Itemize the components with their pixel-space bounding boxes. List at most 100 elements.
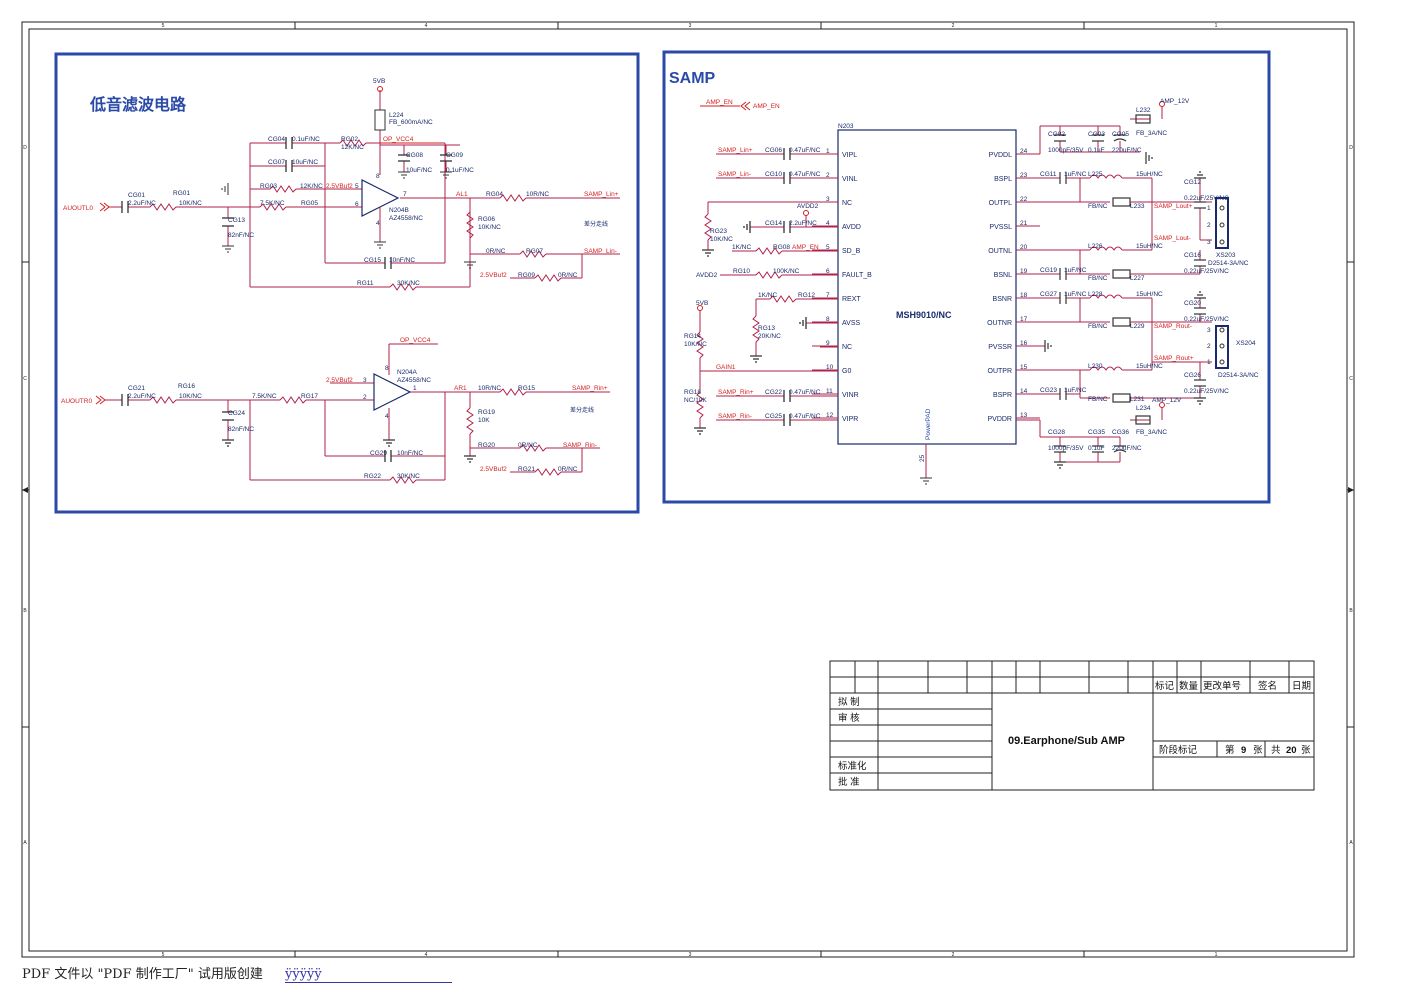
border-arrow-left — [22, 487, 28, 493]
rg07-val: 0R/NC — [486, 248, 506, 255]
cg16-ref: CG16 — [1184, 252, 1201, 259]
rg15-ref: RG15 — [518, 385, 535, 392]
rg04-ref: RG04 — [486, 191, 503, 198]
amp-en-net: AMP_EN — [792, 244, 819, 251]
col-label: 3 — [689, 952, 692, 958]
cg07-val: 10uF/NC — [292, 159, 318, 166]
tb-total-suffix: 张 — [1301, 745, 1311, 756]
5vb-net: 5VB — [696, 300, 708, 307]
amp-en-net: AMP_EN — [753, 103, 780, 110]
title-block — [829, 660, 1315, 791]
row-label: D — [1349, 145, 1353, 151]
l234-val: FB_3A/NC — [1136, 429, 1167, 436]
chip-right-pin-num: 19 — [1020, 268, 1028, 275]
xs204-ref: XS204 — [1236, 340, 1256, 347]
chip-left-pin-name: SD_B — [842, 248, 861, 255]
tb-stage: 阶段标记 — [1159, 744, 1198, 756]
chip-left-pin-num: 7 — [826, 292, 830, 299]
rg08-val: 1K/NC — [732, 244, 751, 251]
col-label: 5 — [162, 952, 165, 958]
xs203-val: D2514-3A/NC — [1208, 260, 1249, 267]
cg29-ref: CG29 — [370, 450, 387, 457]
samp-lin-minus-net: SAMP_Lin- — [718, 171, 751, 178]
amp12-bot-net: AMP_12V — [1152, 397, 1182, 404]
samp-left-labels: SAMP_Lin+ CG06 0.47uF/NC SAMP_Lin- CG10 … — [684, 147, 821, 420]
tb-header: 更改单号 — [1203, 680, 1241, 692]
cg25-ref: CG25 — [765, 413, 782, 420]
auoutr0-net: AUOUTR0 — [61, 398, 92, 405]
cg04-ref: CG04 — [268, 136, 285, 143]
cg19-ref: CG19 — [1040, 267, 1057, 274]
chip-left-pin-num: 2 — [826, 172, 830, 179]
row-label: C — [23, 376, 27, 382]
footer-link[interactable]: ÿÿÿÿÿ — [285, 967, 452, 983]
footer-text: PDF 文件以 "PDF 制作工厂" 试用版创建 — [22, 967, 263, 982]
rg22-val: 30K/NC — [397, 473, 420, 480]
rg05-ref: RG05 — [301, 200, 318, 207]
filter-top-caps — [121, 137, 452, 269]
pin4: 4 — [376, 220, 380, 227]
rg20-val: 0R/NC — [518, 442, 538, 449]
tb-total-prefix: 共 — [1271, 745, 1281, 756]
chip-left-pin-name: VIPR — [842, 416, 858, 423]
samp-rin-plus-net: SAMP_Rin+ — [572, 385, 608, 392]
samp-rout-plus-net: SAMP_Rout+ — [1154, 355, 1194, 362]
amp12-bot-pin — [1159, 402, 1165, 408]
rg08-ref: RG08 — [773, 244, 790, 251]
col-label: 3 — [689, 23, 692, 29]
xs204-val: D2514-3A/NC — [1218, 372, 1259, 379]
chip-right-pin-num: 14 — [1020, 388, 1028, 395]
rg14-val: 10K/NC — [684, 341, 707, 348]
cg21-val: 2.2uF/NC — [128, 393, 156, 400]
cg11-ref: CG11 — [1040, 171, 1057, 178]
pin5: 5 — [355, 183, 359, 190]
opamp-n204a — [373, 373, 412, 411]
samp-rout-minus-net: SAMP_Rout- — [1154, 323, 1192, 330]
tb-left-label: 审 核 — [838, 712, 860, 724]
cg13-val: 82nF/NC — [228, 232, 254, 239]
chip-name: MSH9010/NC — [896, 310, 952, 320]
cg14-val: 2.2uF/NC — [789, 220, 817, 227]
pin2: 2 — [363, 394, 367, 401]
rg14-ref: RG14 — [684, 333, 701, 340]
samp-lout-plus-net: SAMP_Lout+ — [1154, 203, 1193, 210]
fb-nc-l231: FB/NC — [1088, 396, 1108, 403]
cg15-val: 10nF/NC — [389, 257, 415, 264]
fb-nc-l227: FB/NC — [1088, 275, 1108, 282]
pin4: 4 — [385, 413, 389, 420]
filter-title: 低音滤波电路 — [89, 95, 187, 114]
cg27-val: 1uF/NC — [1064, 291, 1087, 298]
chip-left-pin-name: AVSS — [842, 320, 860, 327]
chip-right-pin-name: BSNL — [994, 272, 1012, 279]
col-label: 4 — [425, 952, 428, 958]
filter-bottom-labels: OP_VCC4 N204A AZ4558/NC 2.5VBuf2 3 2 1 8… — [61, 337, 608, 480]
conn-pin-2: 2 — [1207, 343, 1211, 350]
chip-left-pin-name: VINR — [842, 392, 859, 399]
chip-left-pin-name: NC — [842, 344, 852, 351]
cg14-ref: CG14 — [765, 220, 782, 227]
col-label: 1 — [1215, 23, 1218, 29]
op-vcc-net: OP_VCC4 — [400, 337, 431, 344]
r75-val: 7.5K/NC — [252, 393, 277, 400]
cg36-ref: CG36 — [1112, 429, 1129, 436]
opamp-ref: N204A — [397, 369, 418, 376]
rg13-val: 20K/NC — [758, 333, 781, 340]
l232-ref: L232 — [1136, 107, 1151, 114]
opamp-val: AZ4558/NC — [389, 215, 423, 222]
cg26-ref: CG26 — [1184, 372, 1201, 379]
chip-ref: N203 — [838, 123, 854, 130]
cg36-val: 220uF/NC — [1112, 445, 1142, 452]
connector-pins — [1219, 205, 1225, 365]
rg18-ref: RG18 — [684, 389, 701, 396]
pin25: 25 — [919, 454, 926, 462]
cg07-ref: CG07 — [268, 159, 285, 166]
cg28-val: 1000pF/35V — [1048, 445, 1084, 452]
fb-nc-l233: FB/NC — [1088, 203, 1108, 210]
pin1: 1 — [413, 385, 417, 392]
cg10-val: 0.47uF/NC — [789, 171, 821, 178]
l230-ref: L230 — [1088, 363, 1103, 370]
cg03-ref: CG03 — [1088, 131, 1105, 138]
cg29-val: 10nF/NC — [397, 450, 423, 457]
l226-ref: L226 — [1088, 243, 1103, 250]
rg09-val: 0R/NC — [558, 272, 578, 279]
